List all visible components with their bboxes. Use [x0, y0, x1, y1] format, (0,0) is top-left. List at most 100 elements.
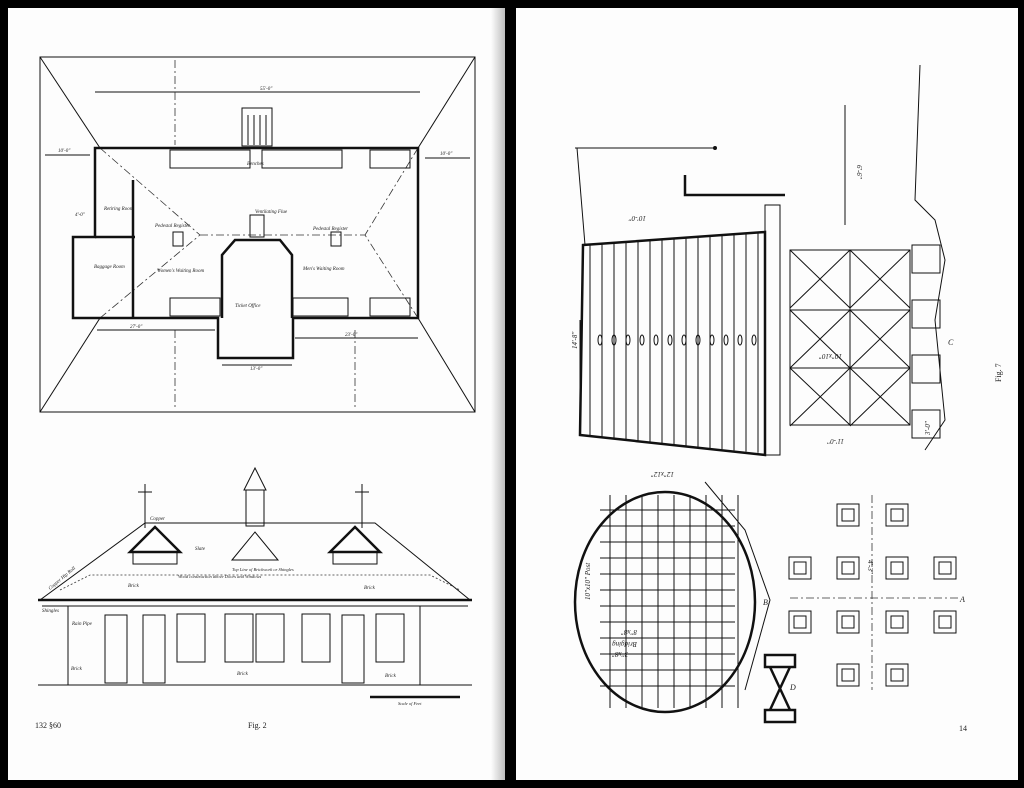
label-brick: Brick	[237, 672, 249, 677]
cross-brace	[789, 309, 851, 369]
dim-label: 3"x8"	[612, 650, 629, 658]
dim-label: 12"x12"	[651, 470, 674, 478]
label-b: B	[763, 598, 768, 607]
bolt	[709, 334, 715, 346]
bolt	[625, 334, 631, 346]
station-drawings: Benches Retiring Room Baggage Room Pedes…	[38, 56, 476, 706]
label-brick: Brick	[128, 584, 140, 589]
label-womens-waiting-room: Women's Waiting Room	[157, 269, 204, 274]
dim-label: 14'-8"	[571, 332, 579, 349]
masonry-pier	[911, 244, 941, 274]
bolt	[611, 334, 617, 346]
cross-brace	[849, 249, 911, 309]
bolt	[751, 334, 757, 346]
label-rain-pipe: Rain Pipe	[71, 622, 93, 627]
pile	[788, 556, 812, 580]
bolt	[639, 334, 645, 346]
pile-cap-plan: 12"x12" 10"x10" Post 8"x8" Bridging 3"x8…	[573, 470, 797, 724]
pile	[885, 610, 909, 634]
pile-core	[841, 615, 855, 629]
pile-core	[890, 508, 904, 522]
masonry-pier	[911, 354, 941, 384]
dim-left-overhang: 10'-0"	[58, 149, 71, 154]
bolt	[667, 334, 673, 346]
masonry-pier	[911, 409, 941, 439]
dim-label: 10'-0"	[629, 214, 646, 222]
pile-core	[841, 508, 855, 522]
bolt	[723, 334, 729, 346]
masonry-pier	[911, 299, 941, 329]
pile-core	[793, 615, 807, 629]
label-ventilating-flue: Ventilating Flue	[255, 210, 288, 215]
label-top-line: Top Line of Brickwork or Shingles	[232, 567, 294, 572]
label-pedestal-register-left: Pedestal Register	[154, 224, 190, 229]
label-brick: Brick	[364, 586, 376, 591]
pile	[885, 556, 909, 580]
pile-plan: 4'-3" A	[788, 495, 965, 690]
dim-right-overhang: 10'-0"	[440, 152, 453, 157]
label-c: C	[948, 338, 954, 347]
label-shingles: Shingles	[42, 609, 59, 614]
pile	[933, 610, 957, 634]
cross-brace	[789, 367, 851, 427]
cross-brace	[849, 367, 911, 427]
bolt	[597, 334, 603, 346]
pile	[836, 556, 860, 580]
label-a: A	[959, 595, 965, 604]
label-scale-of-feet: Scale of Feet	[398, 701, 422, 706]
pile-core	[938, 561, 952, 575]
label-benches: Benches	[247, 162, 264, 167]
pile	[836, 610, 860, 634]
trestle-drawings: 10'-0" 14'-8" 6'-6" 10"x10" 11'-0" 3'-0"…	[571, 64, 1003, 724]
label-ticket-office: Ticket Office	[235, 304, 261, 309]
pile-core	[938, 615, 952, 629]
pile	[836, 663, 860, 687]
dim-label: 8"x8"	[621, 628, 637, 636]
cross-brace	[849, 309, 911, 369]
dim-bay: 13'-0"	[250, 367, 263, 372]
page-gutter-shadow	[491, 8, 505, 780]
trestle-elevation: 10'-0" 14'-8" 6'-6" 10"x10" 11'-0" 3'-0"…	[571, 64, 954, 457]
dim-label: 6'-6"	[855, 165, 863, 179]
right-page: 10'-0" 14'-8" 6'-6" 10"x10" 11'-0" 3'-0"…	[516, 8, 1018, 780]
pile	[885, 663, 909, 687]
bolt	[737, 334, 743, 346]
label-retiring-room: Retiring Room	[103, 207, 134, 212]
front-elevation: Copper Slate Copper Hip Roll Wood constr…	[38, 466, 472, 706]
bolt	[695, 334, 701, 346]
pile-core	[890, 615, 904, 629]
pile	[933, 556, 957, 580]
label-mens-waiting-room: Men's Waiting Room	[302, 267, 345, 272]
pile-core	[841, 561, 855, 575]
left-page: Benches Retiring Room Baggage Room Pedes…	[8, 8, 505, 780]
pile-core	[841, 668, 855, 682]
label-copper: Copper	[150, 517, 165, 522]
label-pedestal-register-right: Pedestal Register	[312, 227, 348, 232]
pile-core	[890, 561, 904, 575]
dim-label: 11'-0"	[827, 437, 844, 445]
pile	[836, 503, 860, 527]
page-reference: 132 §60	[35, 721, 61, 730]
label-brick: Brick	[385, 674, 397, 679]
dim-overall: 55'-0"	[260, 87, 273, 92]
dim-label: Bridging	[612, 640, 637, 648]
page-number: 14	[959, 724, 967, 733]
dim-label: 10"x10"	[819, 352, 842, 360]
dim-label: 4'-3"	[866, 560, 874, 574]
label-baggage-room: Baggage Room	[94, 265, 125, 270]
dim-label: 10"x10" Post	[584, 562, 592, 600]
bolt	[681, 334, 687, 346]
dim-left-wing: 27'-0"	[130, 325, 143, 330]
label-copper-hip-roll: Copper Hip Roll	[48, 566, 77, 592]
pile	[885, 503, 909, 527]
figure-caption: Fig. 2	[248, 721, 267, 730]
floor-plan: Benches Retiring Room Baggage Room Pedes…	[39, 56, 476, 413]
label-brick: Brick	[71, 667, 83, 672]
bolt	[653, 334, 659, 346]
label-slate: Slate	[195, 547, 206, 552]
cross-brace	[789, 249, 851, 309]
dim-label: 3'-0"	[924, 421, 932, 436]
pile-core	[793, 561, 807, 575]
label-wood-construction: Wood construction above Doors and Window…	[178, 574, 261, 579]
pile	[788, 610, 812, 634]
